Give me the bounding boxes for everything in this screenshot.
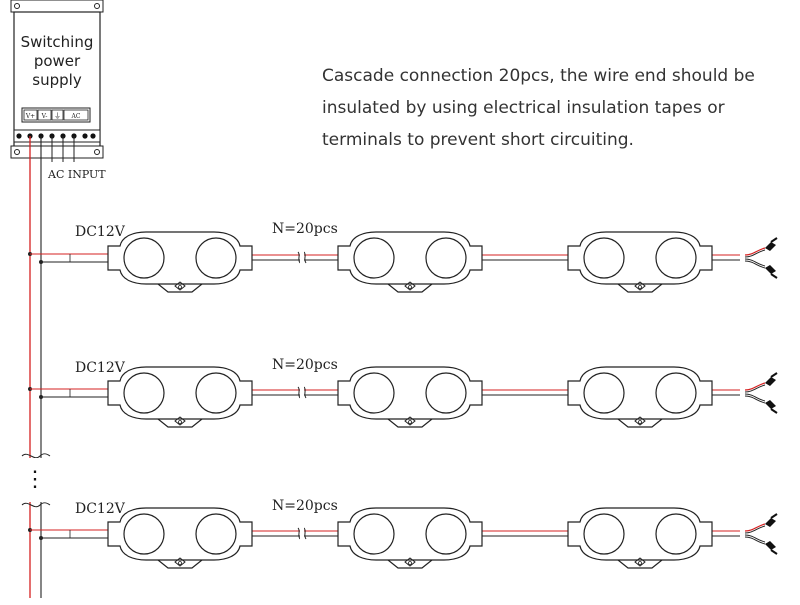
dc-bus-wires [29, 136, 42, 598]
psu-title-line-1: Switching [21, 33, 94, 51]
psu-box-icon [13, 11, 101, 151]
continuation-ellipsis: ⋮ [24, 467, 46, 492]
power-supply: Switching power supply V+ V- ⏚ AC [10, 0, 104, 159]
insulation-note: Cascade connection 20pcs, the wire end s… [322, 60, 792, 156]
ac-input-label: AC INPUT [47, 168, 106, 181]
note-line-2: insulated by using electrical insulation… [322, 98, 725, 118]
wire-end-terminal-icon [744, 237, 778, 279]
ac-input-wires [51, 136, 75, 162]
note-line-1: Cascade connection 20pcs, the wire end s… [322, 66, 755, 86]
led-module-icon [337, 366, 483, 428]
psu-title-line-3: supply [32, 71, 82, 89]
led-string-2: DC12V N=20pcs [28, 357, 778, 428]
terminal-label-vminus: V- [41, 113, 48, 120]
wire-break-icon [297, 527, 307, 541]
voltage-label: DC12V [75, 360, 126, 376]
wire-break-icon [297, 386, 307, 400]
module-count-label: N=20pcs [272, 357, 338, 373]
led-module-icon [567, 366, 713, 428]
led-string-3: DC12V N=20pcs [28, 498, 778, 569]
wire-break-icon [297, 251, 307, 265]
led-string-1: DC12V N=20pcs [28, 221, 778, 293]
voltage-label: DC12V [75, 501, 126, 517]
psu-mount-bracket [10, 0, 104, 13]
terminal-label-ground: ⏚ [54, 112, 61, 120]
psu-title-line-2: power [34, 52, 81, 70]
psu-terminal-block [13, 129, 101, 143]
led-module-icon [337, 507, 483, 569]
led-module-icon [107, 366, 253, 428]
bus-break-marks [21, 453, 51, 508]
led-module-icon [567, 231, 713, 293]
terminal-label-vplus: V+ [25, 113, 35, 120]
psu-mount-bracket-bottom [10, 145, 104, 159]
led-module-icon [337, 231, 483, 293]
led-module-icon [107, 507, 253, 569]
led-module-icon [107, 231, 253, 293]
led-module-icon [567, 507, 713, 569]
terminal-label-ac: AC [71, 113, 81, 120]
psu-terminal-label-strip [21, 107, 91, 123]
voltage-label: DC12V [75, 224, 126, 240]
module-count-label: N=20pcs [272, 498, 338, 514]
wire-end-terminal-icon [744, 513, 778, 555]
wire-end-terminal-icon [744, 372, 778, 414]
note-line-3: terminals to prevent short circuiting. [322, 130, 634, 150]
module-count-label: N=20pcs [272, 221, 338, 237]
